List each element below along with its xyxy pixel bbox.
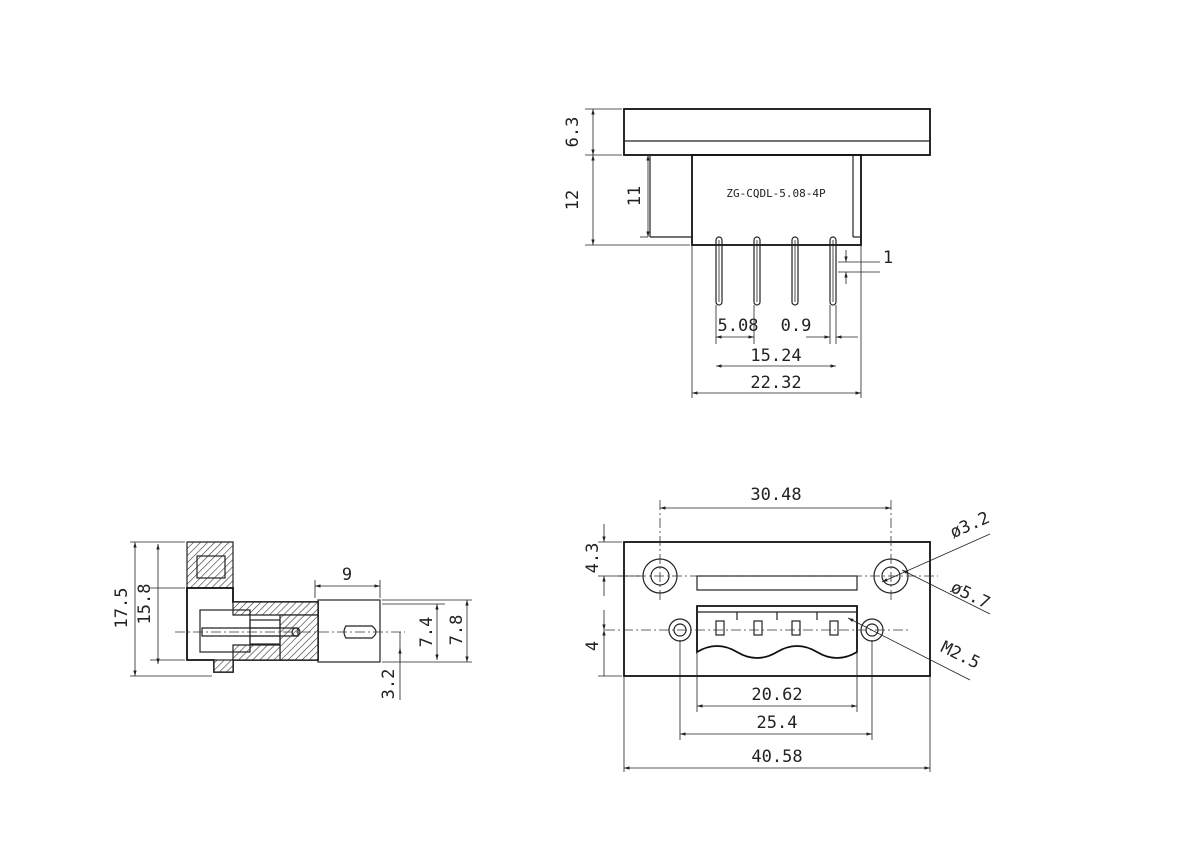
flange-outline: [623, 108, 931, 156]
dim-3-2: 3.2: [379, 669, 399, 700]
dim-hole-offset: 4.3: [583, 543, 603, 574]
side-view: 17.5 15.8 9 7.4 7.8 3.2: [112, 541, 472, 700]
dim-flange-height: 6.3: [563, 117, 583, 148]
dim-body-height: 11: [625, 186, 645, 206]
dim-pitch: 5.08: [718, 316, 759, 336]
dim-total-height: 12: [563, 190, 583, 210]
dim-overall-height: 17.5: [112, 588, 132, 629]
dim-lower-offset: 4: [583, 641, 603, 651]
dim-plug-width: 20.62: [751, 685, 802, 705]
dim-inner-height: 15.8: [135, 584, 155, 625]
dim-hole-spacing: 30.48: [750, 485, 801, 505]
dim-hole-diameter: ø3.2: [947, 508, 993, 543]
dim-7-4: 7.4: [417, 617, 437, 648]
dim-pin-length: 9: [342, 565, 352, 585]
dim-pin-offset: 1: [883, 248, 893, 268]
dim-screw: M2.5: [937, 638, 983, 674]
dim-screw-spacing: 25.4: [757, 713, 798, 733]
dim-7-8: 7.8: [447, 615, 467, 646]
flange-front-outline: [623, 541, 931, 677]
body-outline: [691, 154, 862, 246]
dim-body-width: 22.32: [750, 373, 801, 393]
dim-pin-width: 0.9: [781, 316, 812, 336]
dim-flange-width: 40.58: [751, 747, 802, 767]
part-number-label: ZG-CQDL-5.08-4P: [726, 187, 826, 200]
front-view: 30.48 4.3 4 ø3.2 ø5.7 M2.5 20.62 25.4 40…: [583, 485, 993, 772]
dim-pin-span: 15.24: [750, 346, 801, 366]
top-view: ZG-CQDL-5.08-4P 6.3 12 11 1: [563, 108, 931, 398]
pins: [715, 236, 837, 306]
dim-counterbore-diameter: ø5.7: [947, 578, 993, 614]
